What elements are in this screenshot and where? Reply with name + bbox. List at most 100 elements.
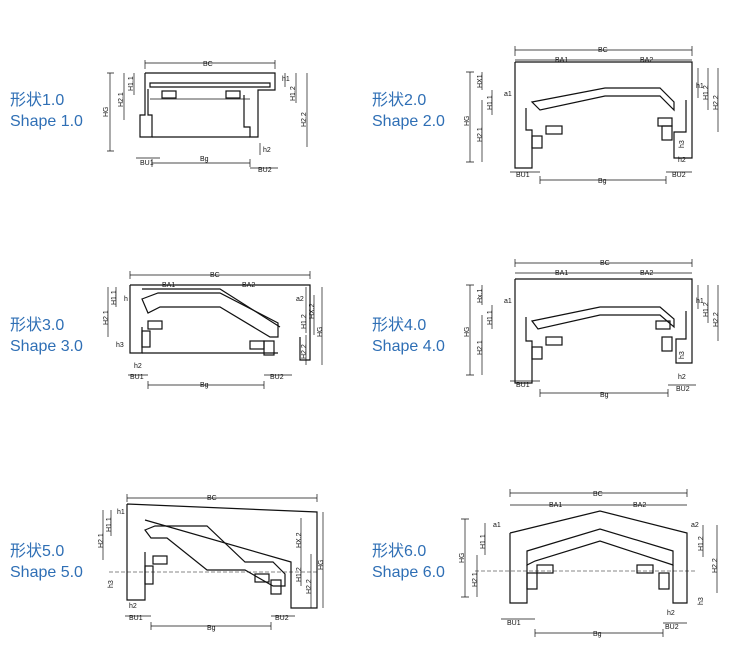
- dim-h21: H2.1: [98, 533, 105, 548]
- shape-6-diagram: BC BA1 BA2 HG H1.1 H2.1 a1 a2 H1.2 H2.2 …: [459, 489, 719, 638]
- trolley-right: [636, 564, 654, 574]
- shape-4-label: 形状4.0 Shape 4.0: [372, 315, 445, 357]
- dim-h21: H2.1: [477, 127, 484, 142]
- shape-1-en: Shape 1.0: [10, 113, 83, 130]
- dim-ba2: BA2: [640, 270, 653, 277]
- dim-bu1: BU1: [130, 374, 144, 381]
- dim-a1: a1: [493, 522, 501, 529]
- dim-h22: H2.2: [306, 579, 313, 594]
- dim-bu2: BU2: [275, 615, 289, 622]
- shape-2-cn: 形状2.0: [372, 92, 427, 109]
- dim-a1: a1: [504, 91, 512, 98]
- dim-h12: H1.2: [703, 85, 710, 100]
- dim-hg: HG: [318, 560, 325, 571]
- end-block-right: [658, 572, 670, 590]
- dim-h21: H2.1: [472, 572, 479, 587]
- dim-a1: a1: [504, 298, 512, 305]
- shape-1-diagram: BC HG H2.1 H1.1 h1 H1.2 H2.2 h2 BU1 Bg B…: [103, 60, 308, 174]
- roof-beam: [141, 292, 279, 338]
- dim-h3: h3: [679, 140, 686, 148]
- dim-bu2: BU2: [270, 374, 284, 381]
- dim-h3: h3: [698, 597, 705, 605]
- shape-3-diagram: BC BA1 BA2 H2.1 H1.1 h h3 a2 H1.2 HX.2 H…: [103, 271, 324, 389]
- dim-bg: Bg: [200, 382, 209, 389]
- dim-bg: Bg: [593, 631, 602, 638]
- dim-bg: Bg: [598, 178, 607, 185]
- dim-h22: H2.2: [713, 95, 720, 110]
- trolley-left: [545, 336, 563, 346]
- dim-bu1: BU1: [129, 615, 143, 622]
- dim-h3: h3: [679, 351, 686, 359]
- roof-beam: [526, 528, 674, 566]
- dim-bc: BC: [203, 61, 213, 68]
- trolley-left: [536, 564, 554, 574]
- shape-3-label: 形状3.0 Shape 3.0: [10, 315, 83, 357]
- dim-h11: H1.1: [111, 290, 118, 305]
- dim-h2: h2: [263, 147, 271, 154]
- dim-hg: HG: [464, 116, 471, 127]
- dim-h3: h3: [116, 342, 124, 349]
- dim-h1: h1: [117, 509, 125, 516]
- dim-bu2: BU2: [258, 167, 272, 174]
- end-block-right: [263, 340, 275, 356]
- end-block-left: [531, 346, 543, 360]
- outer-frame: [514, 278, 693, 384]
- shape-3-en: Shape 3.0: [10, 338, 83, 355]
- dim-h21: H2.1: [477, 340, 484, 355]
- trolley-right: [254, 573, 270, 583]
- dim-ba1: BA1: [555, 270, 568, 277]
- dim-h2: h2: [129, 603, 137, 610]
- shape-4-en: Shape 4.0: [372, 338, 445, 355]
- outer-frame: [129, 284, 311, 361]
- end-block-right: [270, 579, 282, 595]
- dim-ba1: BA1: [162, 282, 175, 289]
- dim-hx11: Hx.1: [477, 289, 484, 304]
- dim-bu1: BU1: [507, 620, 521, 627]
- shape-2-label: 形状2.0 Shape 2.0: [372, 90, 445, 132]
- dim-a2: a2: [296, 296, 304, 303]
- dim-bu1: BU1: [140, 160, 154, 167]
- dim-h2: h2: [678, 157, 686, 164]
- shape-6-label: 形状6.0 Shape 6.0: [372, 541, 445, 583]
- dim-h22: H2.2: [301, 344, 308, 359]
- dim-h21: H2.1: [118, 92, 125, 107]
- dim-bc: BC: [598, 47, 608, 54]
- dim-bc: BC: [593, 491, 603, 498]
- dim-hg: HG: [464, 327, 471, 338]
- shape-5-en: Shape 5.0: [10, 564, 83, 581]
- trolley-right: [657, 117, 673, 127]
- shape-6-cn: 形状6.0: [372, 543, 427, 560]
- dim-a2: a2: [691, 522, 699, 529]
- dim-bu1: BU1: [516, 172, 530, 179]
- dim-h11: H1.1: [487, 310, 494, 325]
- dim-hg: HG: [459, 553, 466, 564]
- dim-bc: BC: [207, 495, 217, 502]
- dim-h22: H2.2: [301, 112, 308, 127]
- dim-h12: H1.2: [698, 536, 705, 551]
- roof-beam: [530, 306, 675, 330]
- dim-bg: Bg: [207, 625, 216, 632]
- dim-h2: h2: [678, 374, 686, 381]
- dim-h2: h2: [134, 363, 142, 370]
- end-block-right: [661, 125, 673, 141]
- dim-bu2: BU2: [665, 624, 679, 631]
- inner-beam: [149, 82, 271, 88]
- trolley-right: [655, 320, 671, 330]
- dim-bu2: BU2: [672, 172, 686, 179]
- trolley-left: [161, 90, 177, 99]
- end-block-left: [141, 330, 151, 348]
- end-block-left: [531, 135, 543, 149]
- dim-ba2: BA2: [640, 57, 653, 64]
- trolley-left: [147, 320, 163, 330]
- end-block-right: [661, 336, 673, 352]
- dim-ba1: BA1: [549, 502, 562, 509]
- shape-5-diagram: BC h1 H2.1 H1.1 h3 HX.2 H1.2 H2.2 HG h2 …: [98, 494, 325, 632]
- dim-h1: h1: [696, 83, 704, 90]
- shape-6-en: Shape 6.0: [372, 564, 445, 581]
- dim-h11: H1.1: [487, 95, 494, 110]
- dim-h12: H1.2: [703, 302, 710, 317]
- outer-frame: [139, 72, 276, 138]
- dim-ba2: BA2: [242, 282, 255, 289]
- dim-h12: H1.2: [301, 314, 308, 329]
- dim-ba2: BA2: [633, 502, 646, 509]
